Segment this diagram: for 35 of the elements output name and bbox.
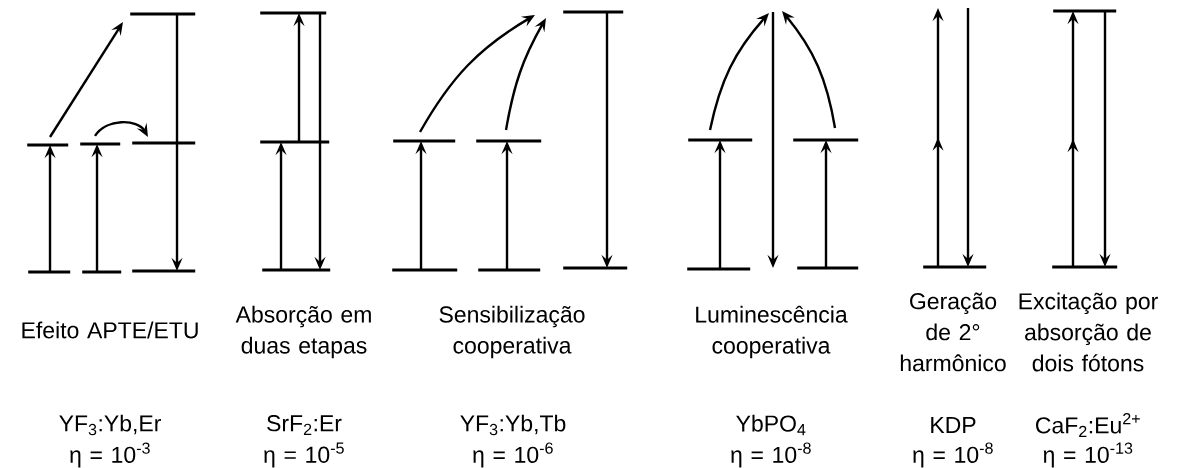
transition-arrow — [708, 13, 769, 131]
material-formula: YF$_{3}$:Yb,Er — [59, 414, 161, 436]
energy-level — [478, 268, 541, 272]
material-formula: SrF$_{2}$:Er — [267, 415, 342, 435]
transition-arrow — [94, 121, 148, 137]
process-name: Sensibilização cooperativa — [439, 305, 585, 359]
energy-level — [130, 12, 196, 16]
material-formula: YbPO$_{4}$ — [736, 414, 806, 436]
material-formula: CaF$_{2}$:Eu$^{2+}$ — [1036, 413, 1140, 437]
energy-level — [80, 142, 121, 146]
energy-level — [27, 143, 69, 147]
process-name: Luminescência cooperativa — [696, 305, 848, 359]
efficiency-value: η = 10$^{-13}$ — [1043, 442, 1133, 468]
energy-level — [132, 269, 196, 273]
efficiency-value: η = 10$^{-8}$ — [731, 442, 811, 468]
energy-level — [28, 270, 71, 274]
energy-level — [393, 139, 456, 143]
efficiency-value: η = 10$^{-3}$ — [70, 442, 150, 468]
efficiency-value: η = 10$^{-5}$ — [264, 442, 344, 468]
material-formula: YF$_{3}$:Yb,Tb — [460, 414, 566, 436]
energy-level — [563, 10, 624, 14]
process-name: Geração de 2° harmônico — [900, 292, 1006, 372]
process-name: Efeito APTE/ETU — [22, 321, 198, 339]
energy-level — [82, 270, 122, 274]
energy-level — [923, 265, 987, 269]
energy-level — [1053, 9, 1117, 13]
process-name: Absorção em duas etapas — [235, 305, 371, 359]
efficiency-value: η = 10$^{-6}$ — [473, 442, 553, 468]
energy-level — [797, 266, 859, 270]
process-name: Excitação por absorção de dois fótons — [1019, 292, 1158, 372]
energy-level — [392, 268, 458, 272]
material-formula: KDP — [931, 417, 976, 433]
energy-level — [132, 141, 196, 145]
energy-level — [687, 267, 751, 271]
efficiency-value: η = 10$^{-8}$ — [913, 442, 993, 468]
